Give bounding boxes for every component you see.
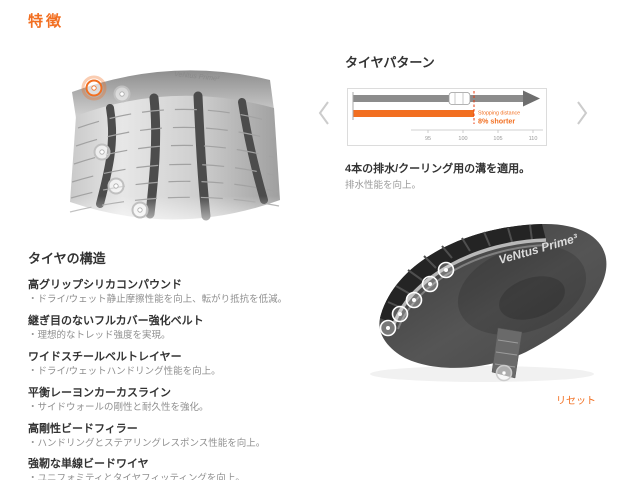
hotspot-marker[interactable] (391, 305, 409, 323)
axis-tick-100: 100 (458, 136, 467, 142)
hotspot-marker[interactable] (107, 177, 125, 195)
chevron-right-icon (577, 101, 588, 125)
chart-annotation-label: Stopping distance (478, 111, 520, 117)
feature-item: ワイドスチールベルトレイヤー ・ドライ/ウェットハンドリング性能を向上。 (28, 348, 330, 378)
feature-title: 強靭な単線ビードワイヤ (28, 458, 149, 471)
stopping-distance-graphic: Stopping distance 8% shorter 95 100 105 … (347, 88, 547, 146)
tire-cutaway-illustration: VeNtus Prime³ (370, 223, 607, 382)
page-title: 特徴 (28, 13, 65, 30)
tire-tread-photo: VeNtus Prime³ (56, 48, 290, 240)
structure-heading: タイヤの構造 (28, 251, 106, 266)
feature-item: 強靭な単線ビードワイヤ ・ユニフォミティとタイヤフィッティングを向上。 (28, 455, 330, 480)
feature-item: 平衡レーヨンカーカスライン ・サイドウォールの剛性と耐久性を強化。 (28, 384, 330, 414)
hotspot-marker[interactable] (131, 201, 149, 219)
stopping-distance-chart: Stopping distance 8% shorter 95 100 105 … (347, 88, 547, 146)
feature-item: 継ぎ目のないフルカバー強化ベルト ・理想的なトレッド強度を実現。 (28, 312, 330, 342)
pattern-caption: 4本の排水/クーリング用の溝を適用。 (345, 163, 531, 175)
feature-desc: ・ハンドリングとステアリングレスポンス性能を向上。 (28, 437, 266, 449)
hotspot-marker[interactable] (495, 364, 513, 382)
hotspot-marker-active[interactable] (81, 75, 107, 101)
feature-desc: ・ドライ/ウェットハンドリング性能を向上。 (28, 365, 221, 377)
carousel-next-button[interactable] (575, 100, 589, 126)
pattern-heading: タイヤパターン (345, 55, 435, 70)
axis-tick-105: 105 (493, 136, 502, 142)
feature-desc: ・ユニフォミティとタイヤフィッティングを向上。 (28, 473, 245, 480)
hotspot-marker[interactable] (379, 319, 397, 337)
bar-orange (353, 110, 474, 117)
chevron-left-icon (318, 101, 329, 125)
feature-title: 高グリップシリカコンパウンド (28, 279, 182, 291)
hotspot-marker[interactable] (93, 143, 111, 161)
tire-tread-illustration: VeNtus Prime³ (56, 70, 290, 240)
feature-desc: ・ドライ/ウェット静止摩擦性能を向上、転がり抵抗を低減。 (28, 294, 288, 305)
feature-item: 高剛性ビードフィラー ・ハンドリングとステアリングレスポンス性能を向上。 (28, 420, 330, 450)
hotspot-marker[interactable] (437, 261, 455, 279)
tire-structure-section: タイヤの構造 高グリップシリカコンパウンド ・ドライ/ウェット静止摩擦性能を向上… (28, 248, 330, 480)
tire-cutaway-view[interactable]: VeNtus Prime³ (350, 202, 624, 386)
feature-desc: ・理想的なトレッド強度を実現。 (28, 329, 171, 341)
feature-title: ワイドスチールベルトレイヤー (28, 350, 182, 363)
hotspot-marker[interactable] (113, 85, 131, 103)
feature-title: 継ぎ目のないフルカバー強化ベルト (28, 314, 204, 327)
feature-item: 高グリップシリカコンパウンド ・ドライ/ウェット静止摩擦性能を向上、転がり抵抗を… (28, 276, 330, 306)
hotspot-marker[interactable] (421, 275, 439, 293)
bar-gray (353, 95, 523, 102)
feature-desc: ・サイドウォールの剛性と耐久性を強化。 (28, 401, 209, 413)
bar-gray-arrowhead (523, 90, 540, 107)
reset-link[interactable]: リセット (556, 396, 596, 407)
feature-title: 高剛性ビードフィラー (28, 422, 138, 435)
chart-annotation-highlight: 8% shorter (478, 117, 515, 126)
hotspot-marker[interactable] (405, 291, 423, 309)
axis-tick-95: 95 (425, 136, 431, 142)
car-icon (448, 92, 471, 105)
tread-sidewall-brand: VeNtus Prime³ (174, 71, 220, 83)
axis-tick-110: 110 (529, 136, 538, 142)
carousel-prev-button[interactable] (317, 100, 331, 126)
feature-title: 平衡レーヨンカーカスライン (28, 386, 171, 399)
pattern-caption-sub: 排水性能を向上。 (345, 180, 422, 191)
